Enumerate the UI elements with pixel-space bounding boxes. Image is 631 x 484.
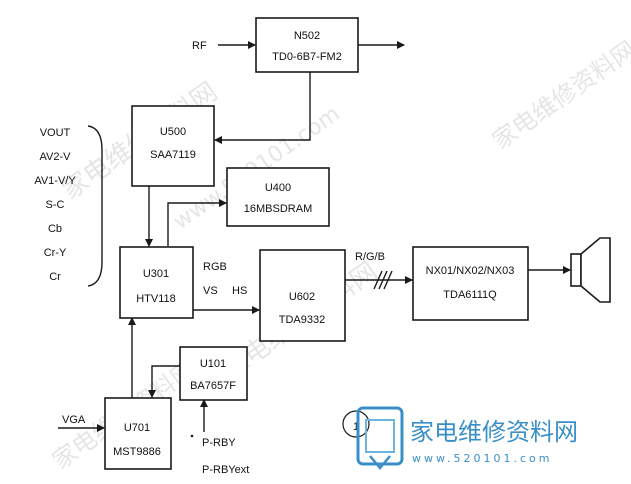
input-label: S-C [46,199,65,211]
u602-name: U602 [289,291,315,303]
rgb-bus-label: R/G/B [355,251,385,263]
block-n502: N502 TD0-6B7-FM2 [255,17,359,73]
brand-icon [356,406,404,470]
p-rby-dot [190,434,194,438]
signal-labels: RF VGA RGB VS HS R/G/B P-RBY P-RBYext [62,40,385,476]
rgb-label: RGB [203,261,227,273]
crt-symbol [570,237,611,303]
input-label: Cr-Y [44,247,67,259]
input-brace [87,125,103,287]
bus-slash [373,270,383,290]
block-u500: U500 SAA7119 [131,105,215,187]
u101-to-u701-arrow [148,365,180,398]
n502-name: N502 [294,30,320,42]
figure-marker: 1 [342,410,370,438]
u701-name: U701 [124,422,150,434]
u602-part: TDA9332 [279,314,325,326]
block-nx: NX01/NX02/NX03 TDA6111Q [412,246,529,321]
hs-label: HS [232,285,247,297]
input-label: AV2-V [40,151,72,163]
input-label: VOUT [40,127,71,139]
brand-url: www.520101.com [412,452,552,465]
u101-part: BA7657F [190,380,236,392]
u500-part: SAA7119 [150,149,196,161]
u500-name: U500 [160,126,186,138]
n502-to-u500-arrow [214,72,311,144]
nx-part: TDA6111Q [443,289,497,301]
nx-name: NX01/NX02/NX03 [426,265,515,277]
watermark-text: 家电维修资料网 [487,36,631,155]
rf-label: RF [192,40,207,52]
n502-part: TD0-6B7-FM2 [272,51,342,63]
bus-slash [378,270,388,290]
p-rbyext-label: P-RBYext [202,464,249,476]
u101-name: U101 [200,358,226,370]
u301-name: U301 [143,268,169,280]
bus-slash [383,270,393,290]
u400-name: U400 [265,182,291,194]
vga-label: VGA [62,414,86,426]
marker-number: 1 [353,421,359,433]
p-rby-label: P-RBY [202,437,236,449]
u701-part: MST9886 [113,446,161,458]
block-u101: U101 BA7657F [179,346,248,401]
u301-part: HTV118 [136,293,176,305]
u400-part: 16MBSDRAM [244,203,312,215]
brand-logo: 家电维修资料网 www.520101.com [356,406,578,470]
input-list: VOUT AV2-V AV1-V/Y S-C Cb Cr-Y Cr [34,127,76,283]
vs-label: VS [203,285,218,297]
wires [58,41,571,432]
block-u301: U301 HTV118 [119,246,194,319]
u301-u400-link [167,199,227,246]
brand-name: 家电维修资料网 [410,418,578,446]
input-label: Cr [49,271,61,283]
block-u701: U701 MST9886 [104,397,172,470]
block-u400: U400 16MBSDRAM [226,167,330,227]
input-label: AV1-V/Y [34,175,76,187]
input-label: Cb [48,223,62,235]
block-u602: U602 TDA9332 [259,249,346,342]
